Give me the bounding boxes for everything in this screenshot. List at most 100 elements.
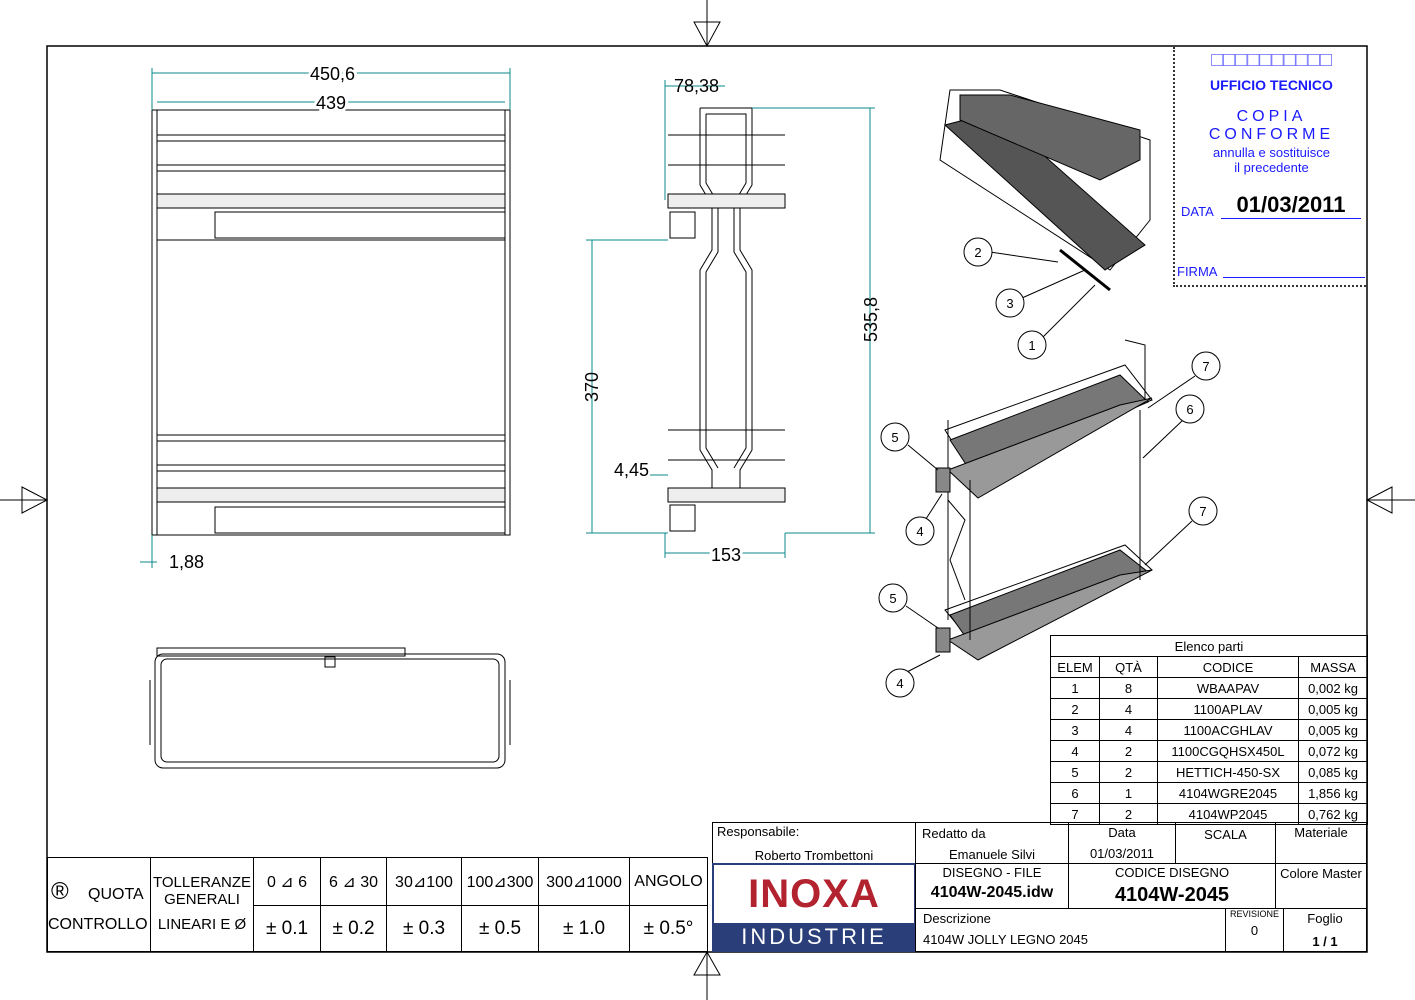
revisione-label: REVISIONE (1229, 909, 1279, 919)
svg-text:5: 5 (891, 430, 898, 445)
dim-side-depth: 153 (711, 545, 741, 565)
parts-list-title: Elenco parti (1050, 635, 1368, 657)
svg-text:2: 2 (974, 245, 981, 260)
logo-subtext: INDUSTRIE (714, 923, 914, 950)
registered-icon: ® (51, 878, 69, 905)
codice-cell: CODICE DISEGNO 4104W-2045 (1068, 863, 1276, 909)
dim-side-inner-height: 370 (582, 372, 602, 402)
revisione-cell: REVISIONE 0 (1225, 908, 1284, 952)
generali-label: GENERALI (164, 891, 240, 908)
responsabile-cell: Responsabile: Roberto Trombettoni (712, 822, 916, 864)
svg-text:5: 5 (889, 591, 896, 606)
top-view (149, 647, 511, 769)
disegno-cell: DISEGNO - FILE 4104W-2045.idw (915, 863, 1069, 909)
foglio-label: Foglio (1307, 911, 1343, 926)
balloon-6: 6 (1175, 394, 1205, 424)
col-header: ELEM (1050, 656, 1100, 678)
redatto-label: Redatto da (922, 826, 986, 841)
balloon-1: 1 (1017, 330, 1047, 360)
balloon-4: 4 (885, 668, 915, 698)
stamp-note: il precedente (1234, 160, 1309, 175)
logo-text: INOXA (748, 871, 880, 916)
dim-side-bottom-offset: 4,45 (614, 460, 649, 480)
leader-lines (904, 251, 1196, 674)
side-dimensions (586, 80, 875, 558)
tolerance-value: ± 0.5° (629, 905, 708, 952)
col-header: CODICE (1157, 656, 1299, 678)
foglio-value: 1 / 1 (1312, 934, 1338, 949)
range-30-100: 30⊿100 (386, 857, 462, 906)
materiale-cell: Materiale (1275, 822, 1367, 864)
svg-text:3: 3 (1006, 296, 1013, 311)
side-view (667, 107, 786, 532)
assembly-view (935, 339, 1153, 661)
revisione-value: 0 (1250, 923, 1259, 938)
range-100-300: 100⊿300 (461, 857, 539, 906)
materiale-label: Materiale (1294, 825, 1348, 840)
disegno-file: 4104W-2045.idw (930, 884, 1054, 901)
colore-cell: Colore Master (1275, 863, 1367, 909)
descrizione-value: 4104W JOLLY LEGNO 2045 (923, 932, 1089, 947)
tolerance-value: ± 0.5 (461, 905, 539, 952)
data-value: 01/03/2011 (1089, 846, 1155, 861)
svg-text:4: 4 (896, 676, 903, 691)
stamp-copia: COPIA (1236, 108, 1307, 125)
quota-controllo-cell: ® QUOTA CONTROLLO (47, 857, 151, 952)
codice-label: CODICE DISEGNO (1114, 865, 1230, 880)
dim-inner-width: 439 (316, 93, 346, 113)
lineari-label: LINEARI E Ø (157, 916, 247, 933)
data-cell: Data 01/03/2011 (1068, 822, 1176, 864)
front-dimensions (140, 68, 511, 568)
front-view (151, 109, 511, 536)
col-header: MASSA (1298, 656, 1368, 678)
exploded-view (939, 89, 1151, 292)
stamp-firma-label: FIRMA (1177, 264, 1218, 279)
stamp-header: □□□□□□□□□□ (1211, 49, 1332, 71)
tolerance-value: ± 0.1 (253, 905, 321, 952)
balloon-7: 7 (1191, 351, 1221, 381)
part-balloons: 2 3 1 7 6 5 4 7 5 4 (878, 237, 1221, 698)
quota-label: QUOTA (88, 886, 144, 903)
balloon-7: 7 (1188, 496, 1218, 526)
stamp-note: annulla e sostituisce (1212, 145, 1331, 160)
controllo-label: CONTROLLO (48, 916, 148, 933)
balloon-5: 5 (880, 422, 910, 452)
dim-side-height: 535,8 (861, 297, 881, 342)
col-header: QTÀ (1099, 656, 1158, 678)
stamp-conforme: CONFORME (1208, 126, 1335, 143)
range-300-1000: 300⊿1000 (538, 857, 630, 906)
svg-text:1: 1 (1028, 338, 1035, 353)
redatto-cell: Redatto da Emanuele Silvi (915, 822, 1069, 864)
dim-front-offset: 1,88 (169, 552, 204, 572)
scala-label: SCALA (1204, 827, 1247, 842)
range-6-30: 6 ⊿ 30 (320, 857, 387, 906)
disegno-label: DISEGNO - FILE (942, 865, 1042, 880)
balloon-2: 2 (963, 237, 993, 267)
dim-side-top-offset: 78,38 (674, 76, 719, 96)
redatto-name: Emanuele Silvi (949, 847, 1035, 862)
colore-label: Colore Master (1280, 866, 1362, 881)
dim-overall-width: 450,6 (310, 64, 355, 84)
parts-list-header: ELEM QTÀ CODICE MASSA (1050, 656, 1368, 678)
balloon-5: 5 (878, 583, 908, 613)
svg-text:7: 7 (1199, 504, 1206, 519)
descrizione-cell: Descrizione 4104W JOLLY LEGNO 2045 (915, 908, 1226, 952)
svg-text:4: 4 (916, 524, 923, 539)
scala-cell: SCALA (1175, 822, 1276, 864)
tolerance-value: ± 0.3 (386, 905, 462, 952)
data-label: Data (1108, 825, 1136, 840)
tolerance-value: ± 0.2 (320, 905, 387, 952)
responsabile-label: Responsabile: (717, 824, 800, 839)
svg-text:6: 6 (1186, 402, 1193, 417)
approval-stamp: □□□□□□□□□□ UFFICIO TECNICO COPIA CONFORM… (1173, 47, 1366, 287)
descrizione-label: Descrizione (923, 911, 991, 926)
